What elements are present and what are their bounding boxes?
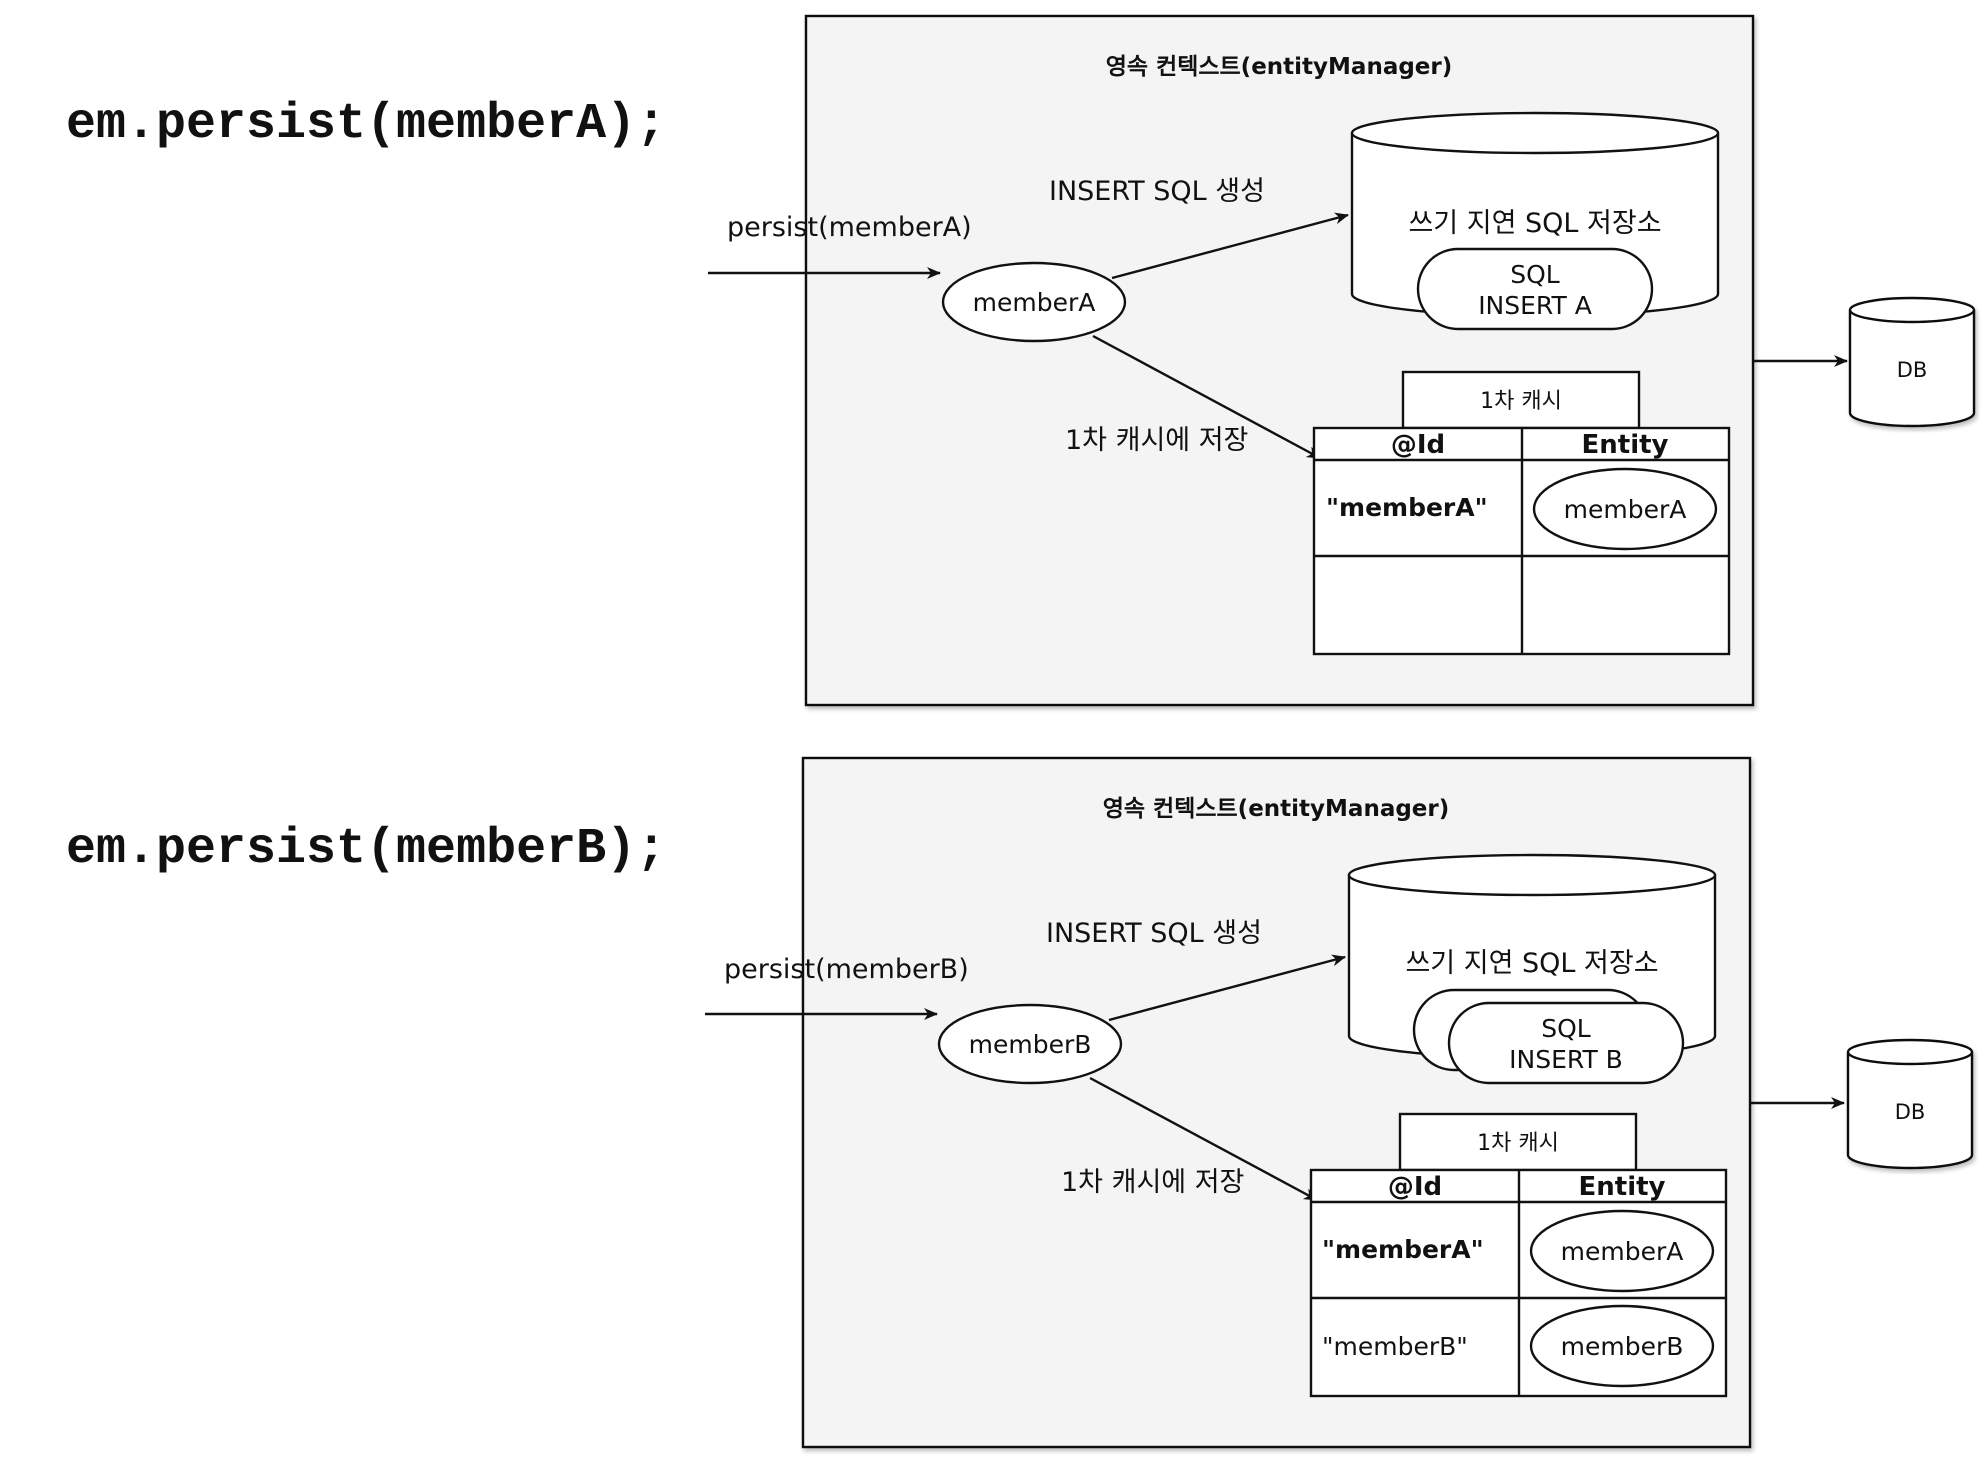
cache-title: 1차 캐시 xyxy=(1477,1131,1559,1156)
cache-save-arrow xyxy=(1092,334,1321,460)
sql-item xyxy=(1447,1001,1685,1085)
cache-entity-node xyxy=(1532,467,1718,551)
sql-item-line2: INSERT A xyxy=(1478,291,1592,320)
db-cylinder xyxy=(1848,296,1976,428)
sql-store-label: 쓰기 지연 SQL 저장소 xyxy=(1405,948,1658,979)
code-line: em.persist(memberA); xyxy=(66,96,666,153)
cache-row-id: "memberA" xyxy=(1322,1235,1484,1264)
context-title: 영속 컨텍스트(entityManager) xyxy=(1106,54,1453,80)
cache-header-entity: Entity xyxy=(1582,430,1669,460)
cache-row-id: "memberB" xyxy=(1322,1332,1468,1361)
insert-sql-label: INSERT SQL 생성 xyxy=(1046,918,1262,949)
db-label: DB xyxy=(1897,358,1928,382)
persist-call-label: persist(memberB) xyxy=(724,954,969,985)
insert-sql-arrow xyxy=(1111,212,1349,280)
cache-entity-node xyxy=(1529,1304,1715,1388)
sql-item-line1: SQL xyxy=(1541,1014,1591,1043)
cache-table xyxy=(1312,426,1731,656)
code-line: em.persist(memberB); xyxy=(66,821,666,878)
cache-title-box xyxy=(1398,1112,1638,1172)
sql-item-line1: SQL xyxy=(1510,260,1560,289)
entity-node-label: memberB xyxy=(969,1030,1092,1059)
cache-entity-label: memberA xyxy=(1561,1237,1684,1266)
sql-item-line2: INSERT B xyxy=(1509,1045,1623,1074)
cache-entity-node xyxy=(1529,1209,1715,1293)
entity-node xyxy=(937,1003,1123,1085)
insert-sql-arrow xyxy=(1108,954,1346,1022)
sql-store-label: 쓰기 지연 SQL 저장소 xyxy=(1408,208,1661,239)
context-title: 영속 컨텍스트(entityManager) xyxy=(1103,796,1450,822)
cache-header-entity: Entity xyxy=(1579,1172,1666,1202)
persist-call-label: persist(memberA) xyxy=(727,212,972,243)
panel-persist-memberA: em.persist(memberA); 영속 컨텍스트(entityManag… xyxy=(66,14,1976,707)
sql-item xyxy=(1416,247,1654,331)
cache-entity-label: memberB xyxy=(1561,1332,1684,1361)
cache-row-id: "memberA" xyxy=(1326,493,1488,522)
insert-sql-label: INSERT SQL 생성 xyxy=(1049,176,1265,207)
entity-node xyxy=(941,261,1127,343)
cache-header-id: @Id xyxy=(1391,430,1445,460)
cache-save-label: 1차 캐시에 저장 xyxy=(1065,425,1248,456)
panel-persist-memberB: em.persist(memberB); 영속 컨텍스트(entityManag… xyxy=(66,756,1974,1449)
cache-title: 1차 캐시 xyxy=(1480,389,1562,414)
cache-save-arrow xyxy=(1089,1076,1318,1202)
cache-header-id: @Id xyxy=(1388,1172,1442,1202)
entity-node-label: memberA xyxy=(973,288,1096,317)
db-cylinder xyxy=(1846,1038,1974,1170)
cache-save-label: 1차 캐시에 저장 xyxy=(1061,1167,1244,1198)
cache-entity-label: memberA xyxy=(1564,495,1687,524)
db-label: DB xyxy=(1895,1100,1926,1124)
